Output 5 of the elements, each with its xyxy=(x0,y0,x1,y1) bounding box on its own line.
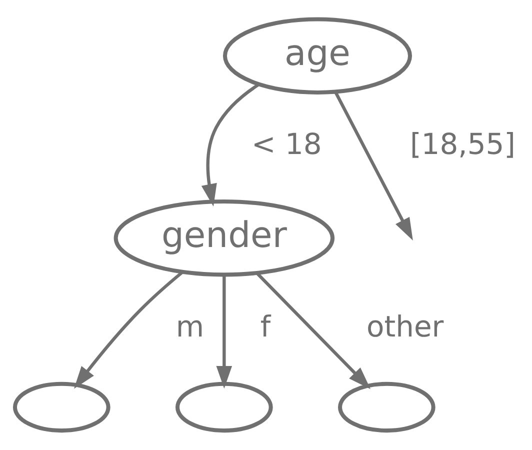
edge-label: [18,55] xyxy=(410,127,516,162)
edge-label: f xyxy=(260,309,271,344)
edge-label: other xyxy=(366,309,444,344)
edge-label: m xyxy=(176,309,204,344)
edge-label: < 18 xyxy=(252,127,322,162)
